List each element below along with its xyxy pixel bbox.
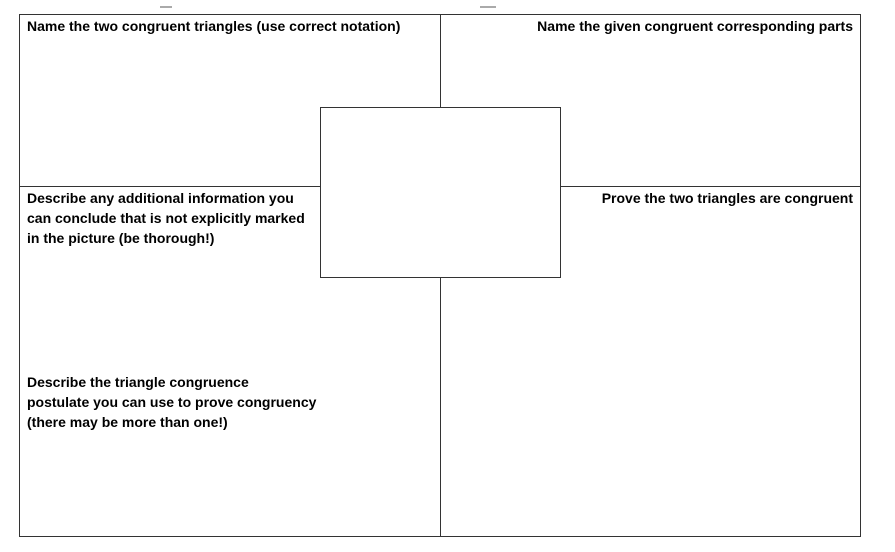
prompt-line: postulate you can use to prove congruenc… <box>27 394 317 410</box>
scan-artifact-mark <box>480 6 496 8</box>
prompt-line: in the picture (be thorough!) <box>27 230 215 246</box>
divider-horizontal-left <box>19 186 320 187</box>
center-diagram-box <box>320 107 561 278</box>
prompt-line: can conclude that is not explicitly mark… <box>27 210 305 226</box>
scan-artifact-mark <box>160 6 172 8</box>
prompt-line: Describe the triangle congruence <box>27 374 249 390</box>
prompt-corresponding-parts: Name the given congruent corresponding p… <box>537 16 853 36</box>
prompt-additional-information: Describe any additional information you … <box>27 188 305 248</box>
prompt-line: Describe any additional information you <box>27 190 294 206</box>
divider-horizontal-right <box>560 186 861 187</box>
prompt-name-triangles: Name the two congruent triangles (use co… <box>27 16 400 36</box>
prompt-line: (there may be more than one!) <box>27 414 228 430</box>
prompt-line: Name the given congruent corresponding p… <box>537 18 853 34</box>
prompt-line: Prove the two triangles are congruent <box>601 190 853 206</box>
prompt-congruence-postulate: Describe the triangle congruence postula… <box>27 372 316 432</box>
divider-vertical-bottom <box>440 277 441 537</box>
divider-vertical-top <box>440 14 441 108</box>
prompt-line: Name the two congruent triangles (use co… <box>27 18 401 34</box>
prompt-prove-congruent: Prove the two triangles are congruent <box>602 188 853 208</box>
